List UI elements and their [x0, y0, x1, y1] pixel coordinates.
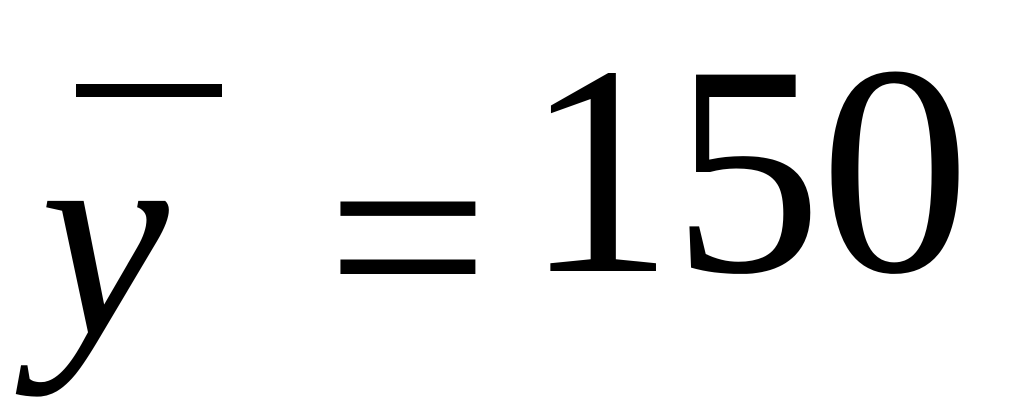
- overline-bar: [76, 84, 222, 97]
- equals-sign: =: [326, 76, 490, 397]
- formula-value: 150: [524, 4, 970, 336]
- formula-variable: y: [40, 76, 169, 397]
